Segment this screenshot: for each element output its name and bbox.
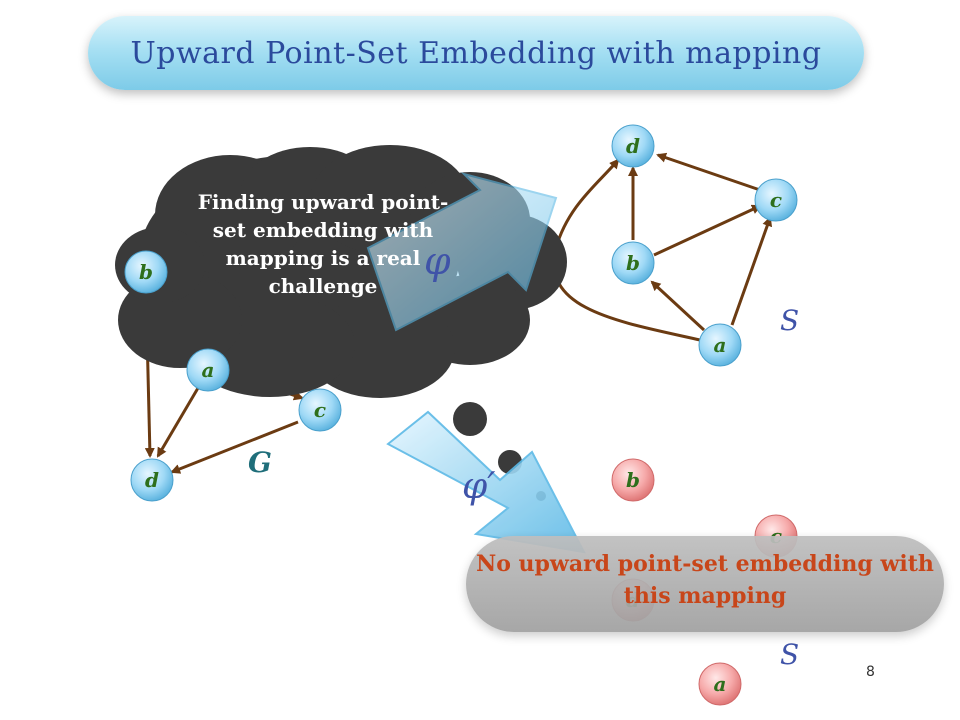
- edge-b-c-top: [653, 204, 762, 257]
- cloud-caption: Finding upward point-set embedding with …: [197, 190, 449, 298]
- svg-text:b: b: [626, 468, 640, 492]
- graph-g-nodes: b a c d: [124, 250, 342, 502]
- node-top-d: d: [611, 124, 655, 168]
- top-embedding-edges: [552, 152, 773, 342]
- edge-a-c-top: [730, 216, 773, 326]
- svg-text:a: a: [714, 333, 727, 357]
- title-banner: Upward Point-Set Embedding with mapping: [88, 16, 864, 90]
- node-g-d: d: [130, 458, 174, 502]
- svg-text:c: c: [314, 398, 326, 422]
- phi-label: φ: [424, 239, 451, 283]
- svg-text:d: d: [626, 134, 640, 158]
- thought-dot-large: [453, 402, 487, 436]
- svg-text:b: b: [626, 251, 640, 275]
- node-bottom-b: b: [611, 458, 655, 502]
- svg-text:a: a: [202, 358, 215, 382]
- phi-prime-label: φ′: [462, 466, 495, 507]
- svg-text:b: b: [139, 260, 153, 284]
- top-embedding-nodes: d c b a: [611, 124, 798, 367]
- edge-c-d: [170, 420, 299, 474]
- page-number: 8: [866, 664, 875, 680]
- result-bubble: [466, 536, 944, 632]
- phi-arrow: [366, 172, 558, 332]
- top-set-label: S: [780, 304, 799, 337]
- node-top-b: b: [611, 241, 655, 285]
- result-bubble-text: No upward point-set embedding with this …: [476, 551, 934, 609]
- graph-g-label: G: [248, 446, 272, 479]
- bottom-set-label: S: [780, 638, 799, 671]
- node-g-c: c: [298, 388, 342, 432]
- svg-text:c: c: [770, 188, 782, 212]
- edge-c-d-top: [656, 152, 761, 192]
- slide-title: Upward Point-Set Embedding with mapping: [130, 35, 822, 71]
- node-bottom-a: a: [698, 662, 742, 706]
- edge-a-b-top: [650, 280, 706, 332]
- edge-a-d: [156, 387, 200, 458]
- node-top-a: a: [698, 323, 742, 367]
- node-g-b: b: [124, 250, 168, 294]
- svg-text:d: d: [145, 468, 159, 492]
- svg-text:a: a: [714, 672, 727, 696]
- phi-prime-arrow: [386, 410, 586, 554]
- node-g-a: a: [186, 348, 230, 392]
- node-top-c: c: [754, 178, 798, 222]
